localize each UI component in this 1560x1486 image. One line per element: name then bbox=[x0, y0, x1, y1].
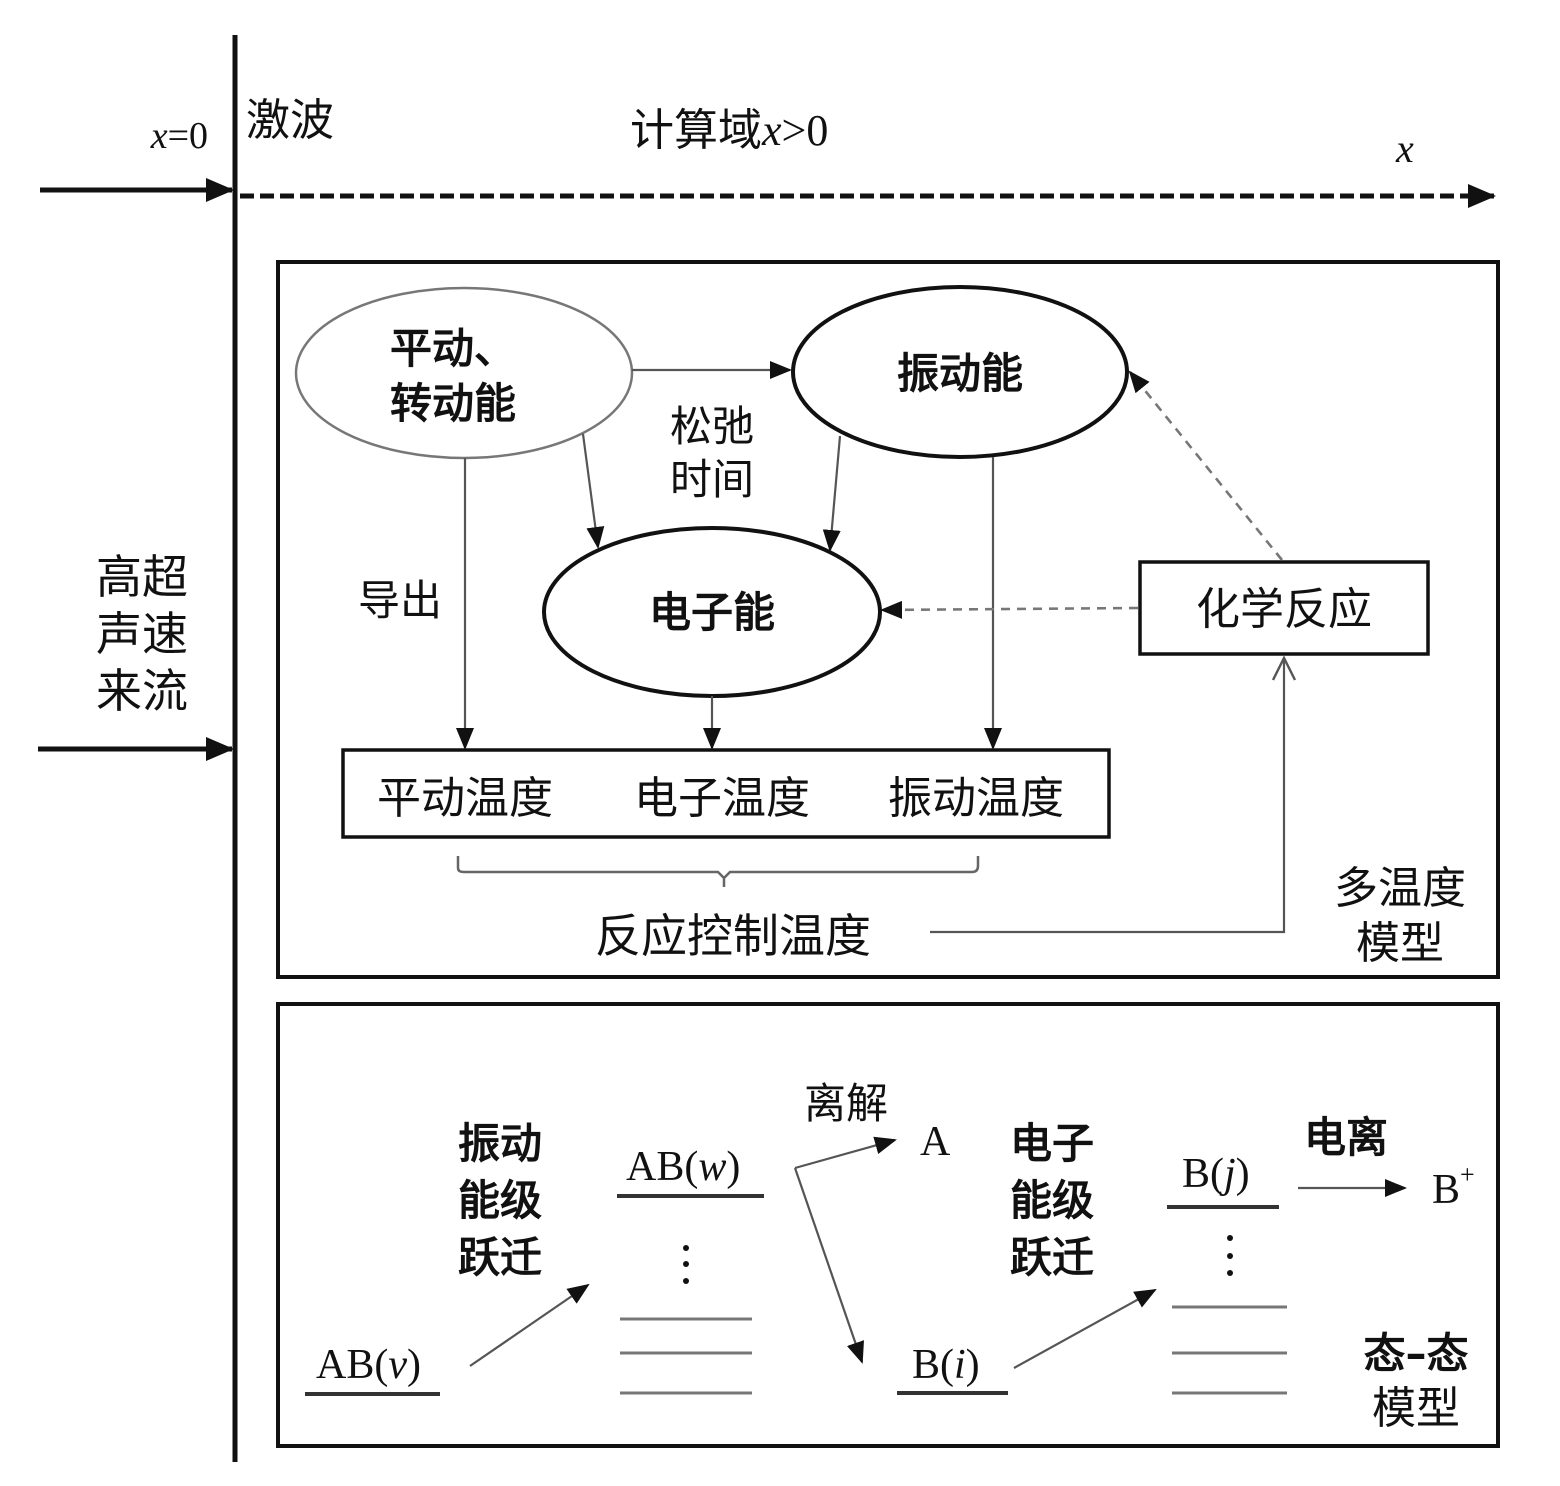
inflow-label-line: 高超 bbox=[96, 550, 188, 604]
shock-label: 激波 bbox=[246, 95, 334, 146]
multi-temperature-title-line: 模型 bbox=[1356, 918, 1444, 969]
origin-var: x bbox=[150, 115, 168, 157]
species-base: AB( bbox=[316, 1342, 388, 1388]
species-b-i: B(i) bbox=[912, 1342, 980, 1388]
dissociation-label: 离解 bbox=[804, 1079, 888, 1128]
elec-ellipsis-dots bbox=[1227, 1235, 1233, 1276]
temperature-electronic: 电子温度 bbox=[634, 773, 810, 824]
domain-label: 计算域x>0 bbox=[630, 105, 828, 156]
state-to-state-panel: AB(v) 振动 能级 跃迁 AB(w) 离解 A B(i) 电 bbox=[276, 1002, 1500, 1448]
species-index: v bbox=[388, 1342, 407, 1388]
vib-transition-label-line: 能级 bbox=[458, 1176, 542, 1225]
arrow-vib-transition bbox=[469, 1283, 590, 1367]
arrow-elec-transition bbox=[1013, 1289, 1157, 1369]
state-to-state-title-line: 态–态 bbox=[1363, 1329, 1468, 1378]
multi-temperature-title-line: 多温度 bbox=[1334, 863, 1466, 914]
arrow-dissociation bbox=[794, 1136, 897, 1170]
origin-label: x=0 bbox=[150, 115, 208, 157]
multi-temperature-frame bbox=[276, 260, 1500, 979]
vib-transition-label-line: 振动 bbox=[458, 1119, 542, 1168]
species-close: ) bbox=[726, 1144, 740, 1190]
inflow-label-line: 声速 bbox=[96, 607, 188, 661]
species-ab-v: AB(v) bbox=[316, 1342, 421, 1388]
electronic-energy-label: 电子能 bbox=[649, 588, 775, 637]
species-a: A bbox=[920, 1119, 951, 1165]
origin-rest: =0 bbox=[168, 115, 208, 157]
elec-transition-label-line: 电子 bbox=[1010, 1119, 1094, 1168]
domain-rest: >0 bbox=[782, 106, 829, 155]
domain-label-cn: 计算域 bbox=[630, 105, 762, 156]
multi-temperature-panel: 平动、 转动能 振动能 电子能 化学反应 松弛 时间 导出 平动温度 电子温度 … bbox=[276, 260, 1500, 979]
vibrational-energy-label: 振动能 bbox=[897, 349, 1023, 398]
arrow-trans-to-elec bbox=[581, 433, 605, 549]
dashed-arrow-chem-to-elec bbox=[880, 600, 1139, 619]
temperature-vibrational: 振动温度 bbox=[888, 773, 1064, 824]
state-to-state-frame bbox=[276, 1002, 1500, 1448]
reaction-control-temperature-label: 反应控制温度 bbox=[595, 909, 871, 963]
vibrational-energy-node bbox=[791, 285, 1129, 459]
vib-transition-label-line: 跃迁 bbox=[458, 1233, 542, 1282]
species-index: w bbox=[698, 1144, 726, 1190]
species-b-j: B(j) bbox=[1182, 1151, 1250, 1197]
temperature-translational: 平动温度 bbox=[377, 773, 553, 824]
trans-rot-label-line: 转动能 bbox=[390, 379, 516, 428]
species-base: B bbox=[1432, 1167, 1460, 1213]
species-base: B( bbox=[912, 1342, 954, 1388]
elec-transition-label-line: 跃迁 bbox=[1010, 1233, 1094, 1282]
chemical-reaction-label: 化学反应 bbox=[1196, 584, 1372, 635]
arrow-control-temp-to-chem bbox=[930, 658, 1284, 934]
dashed-arrow-chem-to-vib bbox=[1128, 370, 1284, 561]
species-charge: + bbox=[1460, 1160, 1475, 1189]
relaxation-time-label-line: 松弛 bbox=[670, 402, 754, 451]
species-b-plus: B+ bbox=[1432, 1160, 1475, 1213]
x-axis-label: x bbox=[1395, 126, 1414, 171]
elec-transition-label-line: 能级 bbox=[1010, 1176, 1094, 1225]
chemical-reaction-node bbox=[1138, 560, 1430, 656]
species-ab-w: AB(w) bbox=[626, 1144, 740, 1190]
arrow-dissociation-to-b bbox=[793, 1167, 864, 1364]
inflow-label: 高超 声速 来流 bbox=[96, 550, 188, 718]
grouping-brace bbox=[456, 856, 980, 887]
inflow-label-line: 来流 bbox=[96, 664, 188, 718]
domain-var: x bbox=[761, 106, 782, 155]
state-to-state-title-line: 模型 bbox=[1372, 1383, 1460, 1434]
species-index: i bbox=[954, 1342, 966, 1388]
species-base: B( bbox=[1182, 1151, 1224, 1197]
species-close: ) bbox=[407, 1342, 421, 1388]
trans-rot-label-line: 平动、 bbox=[390, 324, 516, 373]
axis-group: x=0 激波 计算域x>0 x 高超 声速 来流 bbox=[38, 35, 1496, 1462]
derive-label: 导出 bbox=[358, 576, 442, 625]
species-close: ) bbox=[1236, 1151, 1250, 1197]
trans-rot-energy-node bbox=[294, 286, 634, 460]
species-base: AB( bbox=[626, 1144, 698, 1190]
species-close: ) bbox=[966, 1342, 980, 1388]
relaxation-time-label-line: 时间 bbox=[670, 455, 754, 504]
temperatures-box bbox=[341, 748, 1111, 839]
species-index: j bbox=[1219, 1151, 1236, 1197]
vib-ellipsis-dots bbox=[683, 1245, 689, 1284]
ionization-label: 电离 bbox=[1304, 1113, 1388, 1162]
arrow-vib-to-elec bbox=[822, 435, 842, 552]
